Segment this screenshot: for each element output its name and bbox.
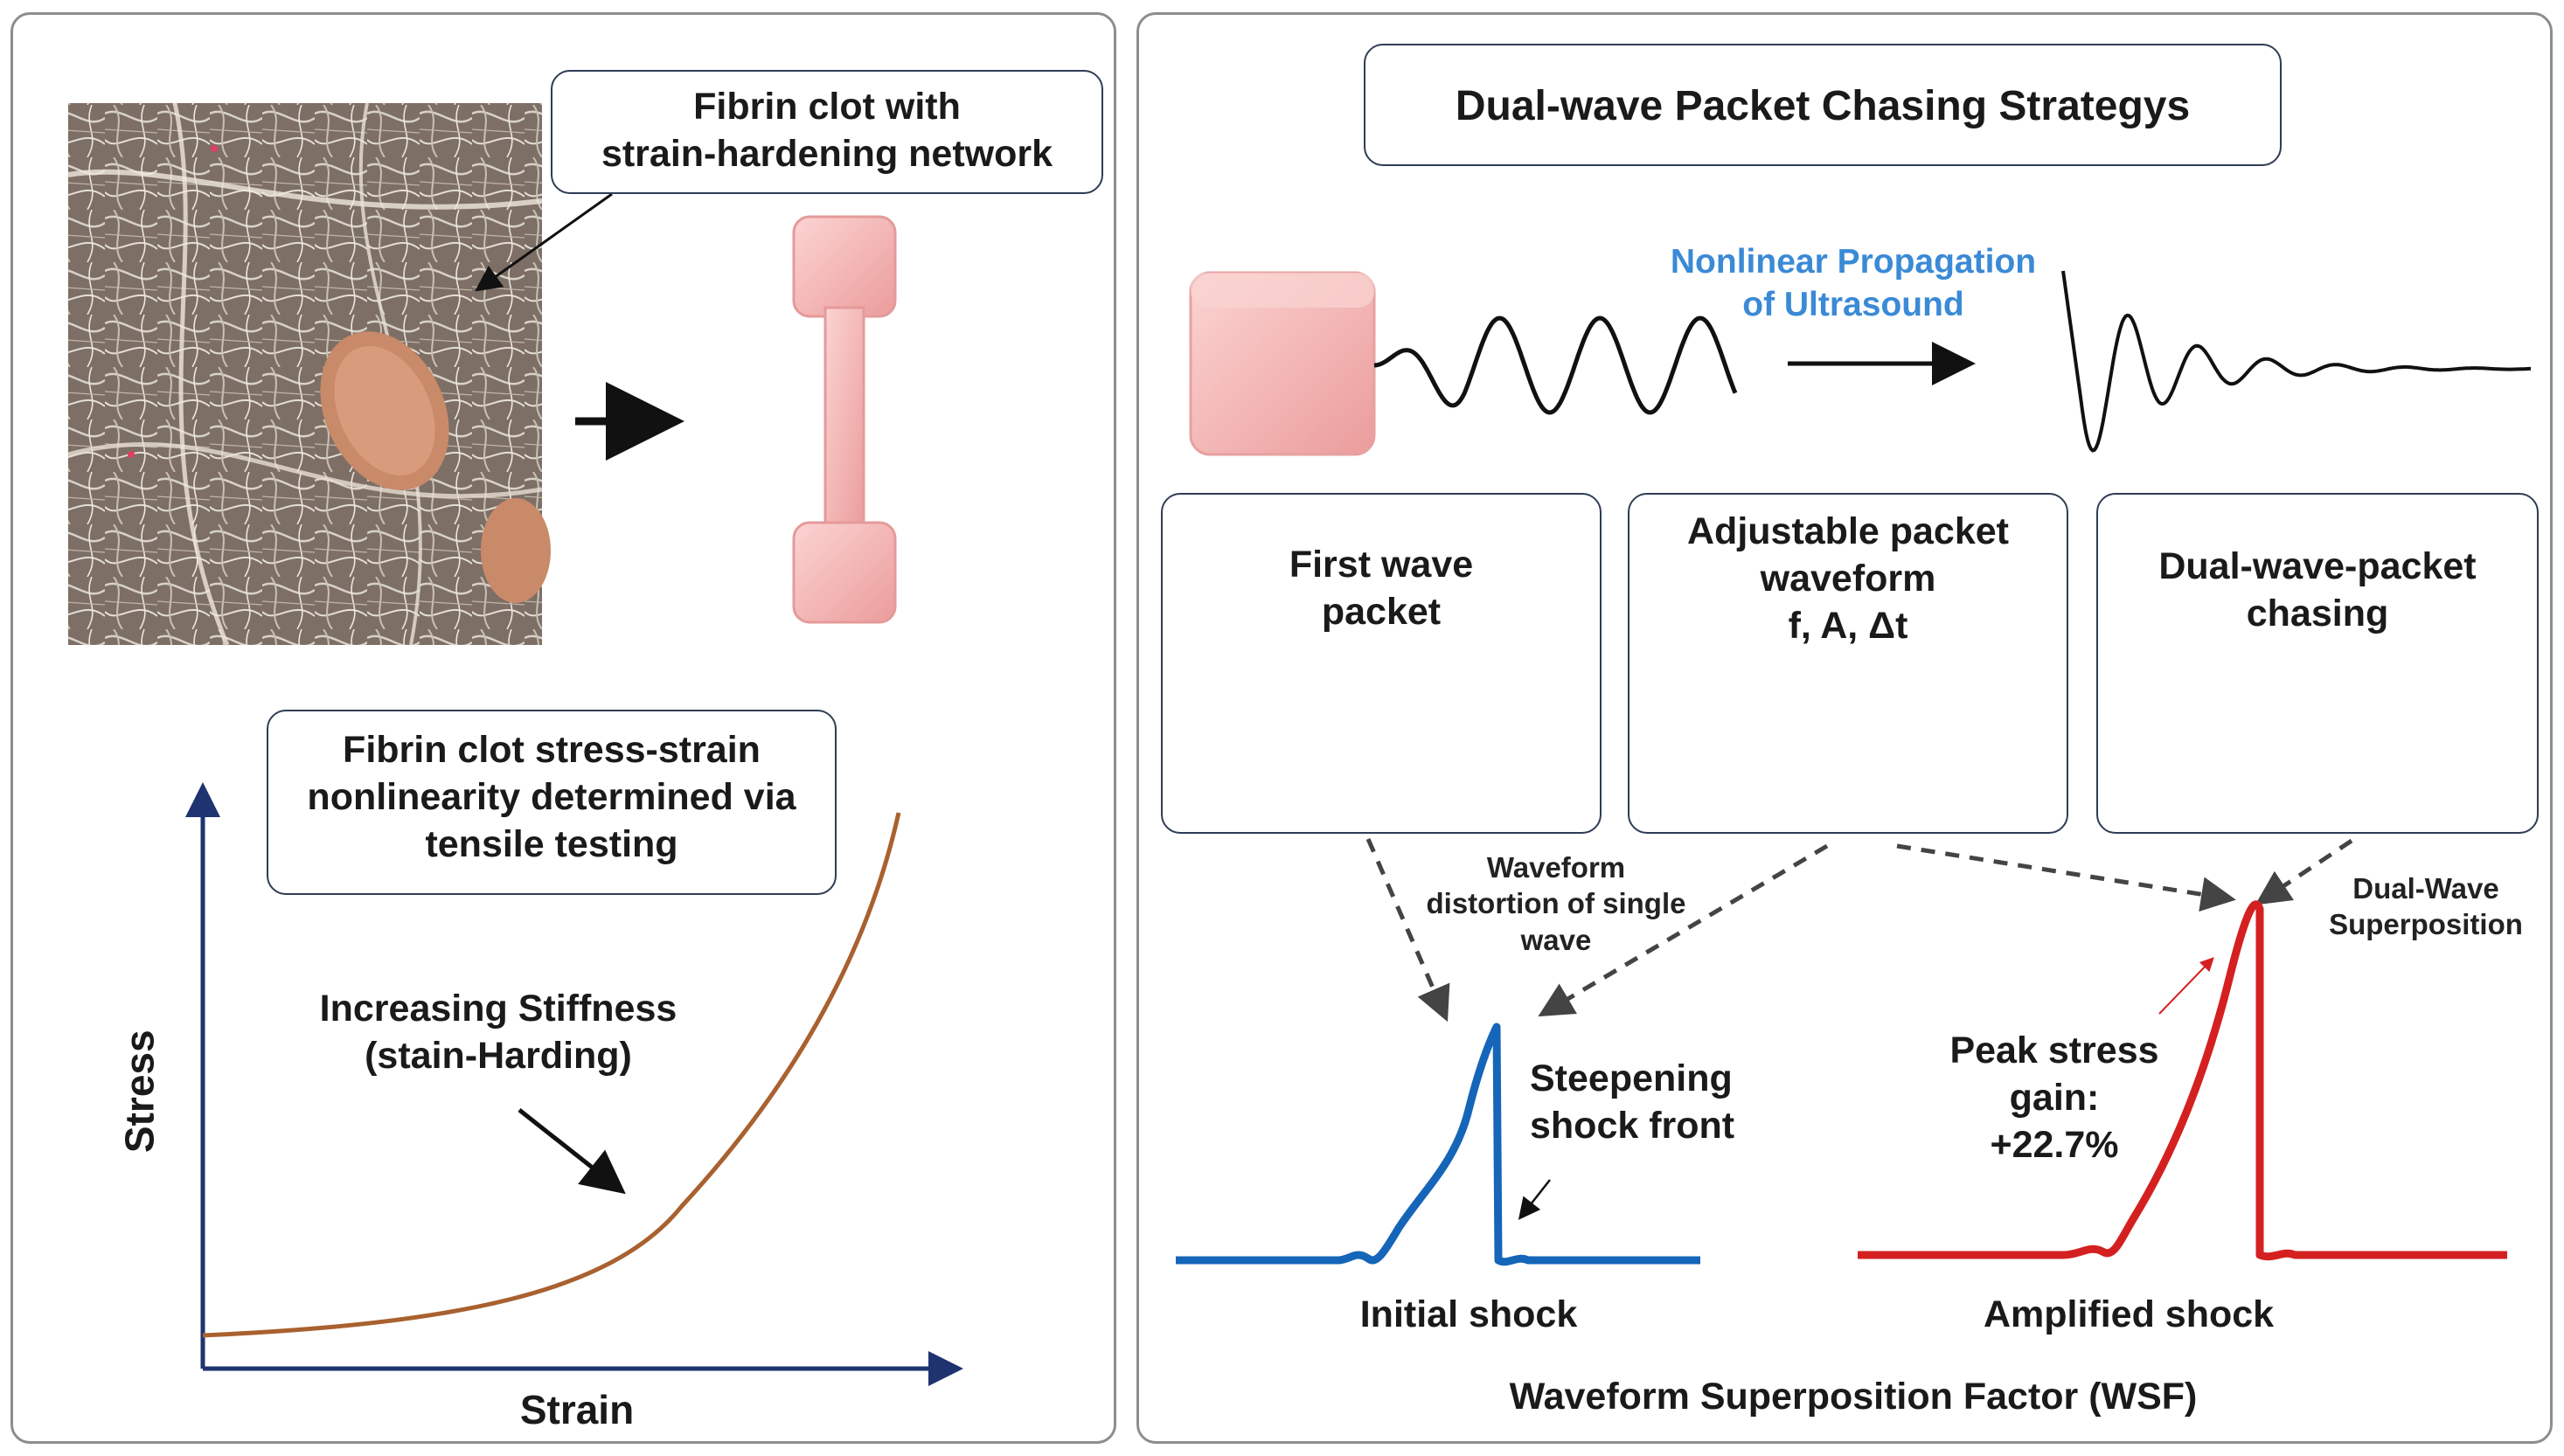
transducer-icon [1189, 271, 1376, 456]
card-dual-packet-label: Dual-wave-packet chasing [2158, 545, 2477, 634]
damped-output-wave [2061, 270, 2531, 453]
stiffness-label: Increasing Stiffness (stain-Harding) [319, 988, 677, 1077]
distortion-label: Waveform distortion of single wave [1426, 851, 1686, 956]
clot-label: Fibrin clot with strain-hardening networ… [601, 86, 1053, 175]
fibrin-clot-image [67, 102, 551, 646]
peak-gain-pointer [2158, 957, 2214, 1015]
card-adjustable-packet-label: Adjustable packet waveform f, A, Δt [1687, 510, 2009, 647]
clot-label-box: Fibrin clot with strain-hardening networ… [551, 70, 1103, 194]
superposition-label: Dual-Wave Superposition [2329, 872, 2523, 941]
stress-axis-label: Stress [116, 1030, 163, 1154]
dashed-arrow-3 [1896, 843, 2236, 912]
card-adjustable-packet: Adjustable packet waveform f, A, Δt [1628, 493, 2068, 834]
wsf-label: Waveform Superposition Factor (WSF) [1509, 1376, 2198, 1418]
peak-gain-label: Peak stress gain: +22.7% [1949, 1030, 2159, 1166]
strain-axis-label: Strain [519, 1387, 635, 1432]
initial-shock-label: Initial shock [1359, 1293, 1578, 1335]
title-box: Dual-wave Packet Chasing Strategys [1364, 44, 2282, 166]
propagation-label: Nonlinear Propagation of Ultrasound [1670, 243, 2037, 323]
card-first-packet: First wave packet [1161, 493, 1602, 834]
page-title: Dual-wave Packet Chasing Strategys [1455, 83, 2191, 129]
amplified-shock-waveform [1858, 900, 2507, 1261]
tensile-sample-icon [792, 215, 897, 624]
card-dual-packet: Dual-wave-packet chasing [2096, 493, 2539, 834]
initial-shock-waveform [1176, 1023, 1700, 1266]
clot-pointer-arrow [475, 192, 613, 292]
card-first-packet-label: First wave packet [1289, 544, 1474, 633]
steepening-label: Steepening shock front [1530, 1057, 1735, 1147]
steepening-pointer [1518, 1179, 1551, 1220]
dashed-arrow-1 [1365, 838, 1450, 1023]
input-sine-wave [1373, 315, 1738, 415]
stiffness-arrow [518, 1108, 626, 1195]
dashed-arrow-2 [1538, 843, 1829, 1017]
amplified-shock-label: Amplified shock [1983, 1293, 2275, 1335]
stress-strain-label: Fibrin clot stress-strain nonlinearity d… [307, 729, 796, 865]
stress-strain-box: Fibrin clot stress-strain nonlinearity d… [267, 710, 837, 895]
dashed-arrow-4 [2255, 838, 2353, 905]
stress-strain-curve [202, 812, 901, 1338]
